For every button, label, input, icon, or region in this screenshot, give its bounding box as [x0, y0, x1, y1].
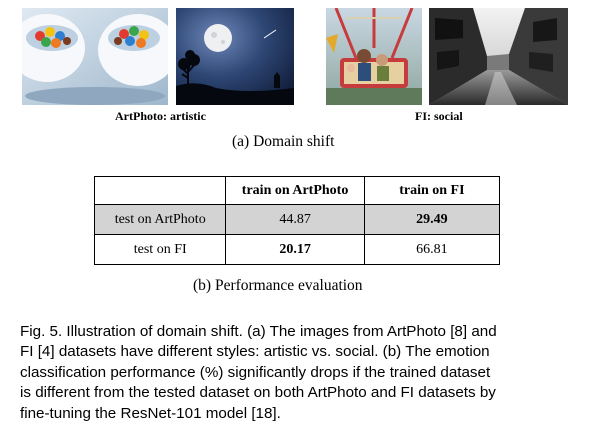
table-header-cell: train on FI — [363, 176, 501, 205]
figure-caption-line: classification performance (%) significa… — [20, 363, 491, 381]
table-cell: 66.81 — [363, 234, 501, 265]
table-row-label: test on ArtPhoto — [93, 204, 227, 235]
fi-caption: FI: social — [415, 109, 463, 123]
figure-caption-line: Fig. 5. Illustration of domain shift. (a… — [20, 323, 497, 340]
figure-caption-line: fine-tuning the ResNet-101 model [18]. — [20, 404, 281, 422]
table-header-row: train on ArtPhoto train on FI — [93, 176, 501, 205]
table-row: test on ArtPhoto 44.87 29.49 — [93, 204, 501, 235]
subcaption-domain-shift: (a) Domain shift — [232, 133, 335, 150]
figure-caption: Fig. 5. Illustration of domain shift. (a… — [20, 322, 588, 424]
table-header-cell: train on ArtPhoto — [225, 176, 365, 205]
table-cell: 20.17 — [225, 234, 365, 265]
family-ride-photo — [326, 8, 422, 105]
table-cell: 29.49 — [363, 204, 501, 235]
alley-street-photo — [429, 8, 568, 105]
figure-caption-line: is different from the tested dataset on … — [20, 384, 496, 402]
artphoto-caption: ArtPhoto: artistic — [115, 109, 206, 123]
moon-tree-photo — [176, 8, 294, 105]
subcaption-performance-evaluation: (b) Performance evaluation — [193, 277, 363, 294]
figure-caption-line: FI [4] datasets have different styles: a… — [20, 343, 490, 361]
candy-cups-photo — [22, 8, 168, 105]
table-row: test on FI 20.17 66.81 — [93, 234, 501, 265]
table-header-cell-empty — [93, 176, 227, 205]
performance-table: train on ArtPhoto train on FI test on Ar… — [93, 176, 501, 265]
table-cell: 44.87 — [225, 204, 365, 235]
table-row-label: test on FI — [93, 234, 227, 265]
